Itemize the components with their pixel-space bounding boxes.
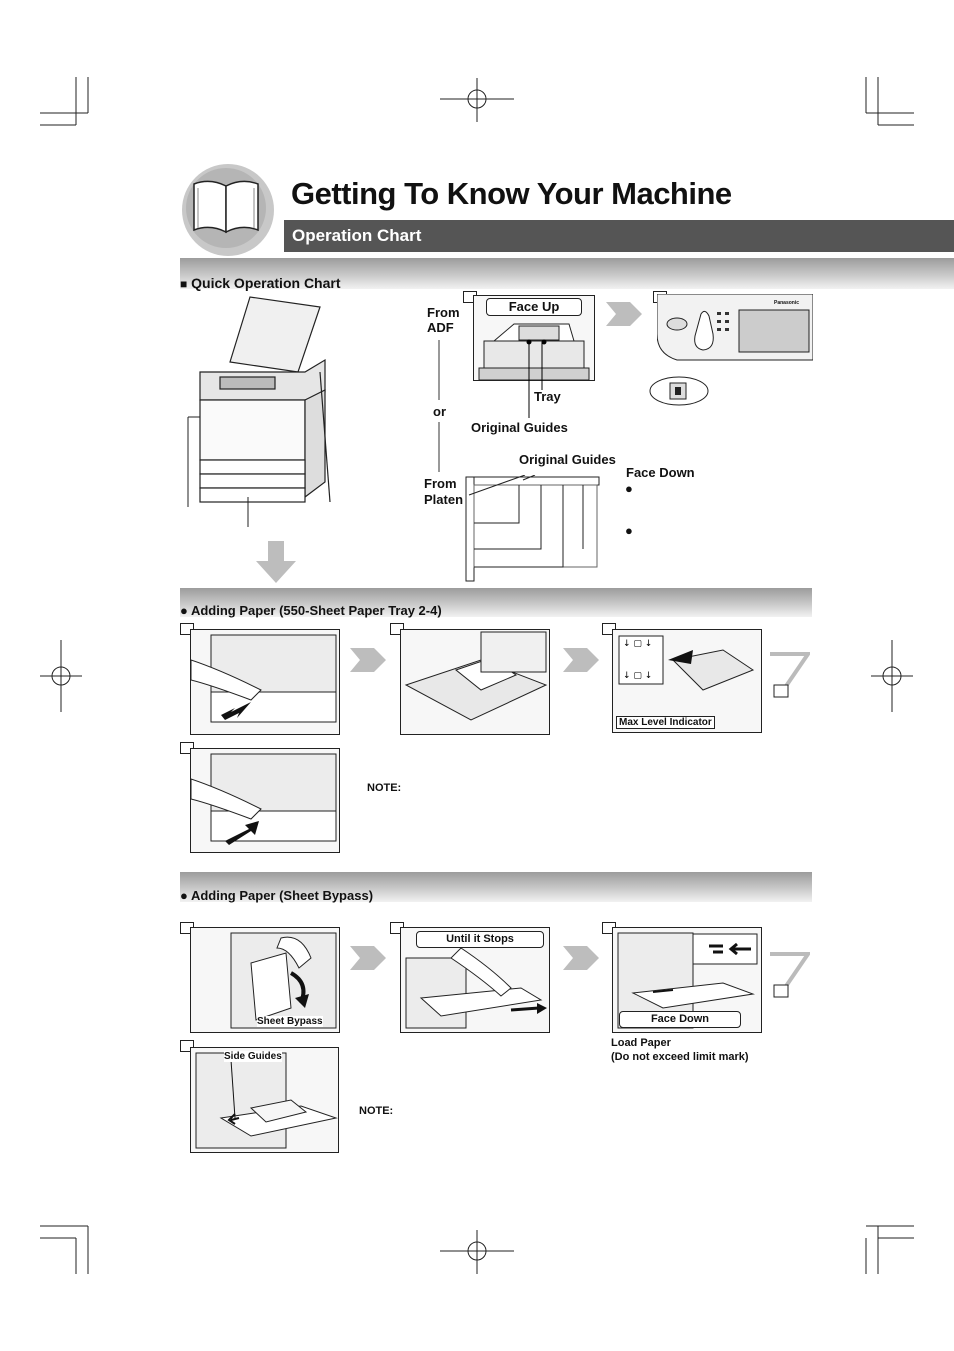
quick-chart-heading: ■ Quick Operation Chart xyxy=(180,275,341,291)
chevron-right-icon xyxy=(563,648,599,672)
book-icon xyxy=(182,164,274,256)
from-adf-label: From ADF xyxy=(427,305,460,335)
page-title: Getting To Know Your Machine xyxy=(291,176,732,211)
start-key-icon xyxy=(649,376,709,406)
or-divider-line xyxy=(438,340,440,400)
face-down-bypass-label: Face Down xyxy=(619,1011,741,1028)
sheet-bypass-bar xyxy=(180,872,812,902)
platen-guide-diagram xyxy=(465,475,600,582)
or-label: or xyxy=(433,404,446,419)
original-guides-label-top: Original Guides xyxy=(471,420,568,435)
tray-leaders xyxy=(528,342,543,418)
load-paper-label: Load Paper (Do not exceed limit mark) xyxy=(611,1037,749,1063)
original-guides-label-bottom: Original Guides xyxy=(519,452,616,467)
bypass-open-drawing xyxy=(230,932,337,1029)
max-level-label: Max Level Indicator xyxy=(616,716,715,729)
heading-marker: ■ xyxy=(180,277,188,291)
sheet-bypass-label: Sheet Bypass xyxy=(257,1016,323,1027)
down-arrow-icon xyxy=(256,541,296,583)
sheet-bypass-heading: ● Adding Paper (Sheet Bypass) xyxy=(180,888,374,903)
chevron-right-icon xyxy=(606,302,642,326)
next-step-arrow-icon xyxy=(770,652,810,698)
from-platen-label: From Platen xyxy=(424,476,464,507)
svg-text:↓ ▢ ↓: ↓ ▢ ↓ xyxy=(623,639,652,649)
title-bar xyxy=(284,220,954,252)
paper-tray-note: NOTE: xyxy=(367,782,402,794)
tray-load-drawing xyxy=(404,631,548,721)
tray-pull-illustration xyxy=(190,629,340,735)
bullet-2: ● xyxy=(625,523,633,538)
side-guides-label: Side Guides xyxy=(224,1051,282,1062)
max-level-illustration: ↓ ▢ ↓ ↓ ▢ ↓ xyxy=(612,629,762,733)
chevron-right-icon xyxy=(350,946,386,970)
chevron-right-icon xyxy=(563,946,599,970)
side-guides-drawing xyxy=(195,1052,338,1149)
next-step-arrow-icon xyxy=(770,952,810,998)
quick-chart-bar xyxy=(180,258,954,289)
bullet-1: ● xyxy=(625,481,633,496)
tray-push-drawing xyxy=(191,753,337,845)
tray-load-illustration xyxy=(400,629,550,735)
side-guides-illustration xyxy=(190,1047,339,1153)
face-up-label: Face Up xyxy=(486,298,582,316)
paper-tray-bar xyxy=(180,588,812,617)
bypass-extend-drawing xyxy=(405,947,547,1029)
svg-text:↓ ▢ ↓: ↓ ▢ ↓ xyxy=(623,671,652,681)
tray-push-illustration xyxy=(190,748,340,853)
until-stops-label: Until it Stops xyxy=(416,931,544,948)
control-panel-illustration xyxy=(657,294,813,361)
or-divider-line-lower xyxy=(438,422,440,472)
sheet-bypass-note: NOTE: xyxy=(359,1105,394,1117)
tray-pull-drawing xyxy=(191,634,337,723)
chevron-right-icon xyxy=(350,648,386,672)
panel-brand-text: Panasonic xyxy=(774,300,800,306)
copier-illustration xyxy=(187,296,331,527)
paper-tray-heading: ● Adding Paper (550-Sheet Paper Tray 2-4… xyxy=(180,603,442,618)
page-subtitle: Operation Chart xyxy=(292,226,422,245)
bypass-open-illustration xyxy=(190,927,340,1033)
adf-illustration xyxy=(478,323,590,380)
max-level-drawing: ↓ ▢ ↓ ↓ ▢ ↓ xyxy=(618,635,755,691)
tray-label: Tray xyxy=(534,389,561,404)
face-down-label: Face Down xyxy=(626,465,695,480)
quick-chart-heading-text: Quick Operation Chart xyxy=(191,275,341,291)
